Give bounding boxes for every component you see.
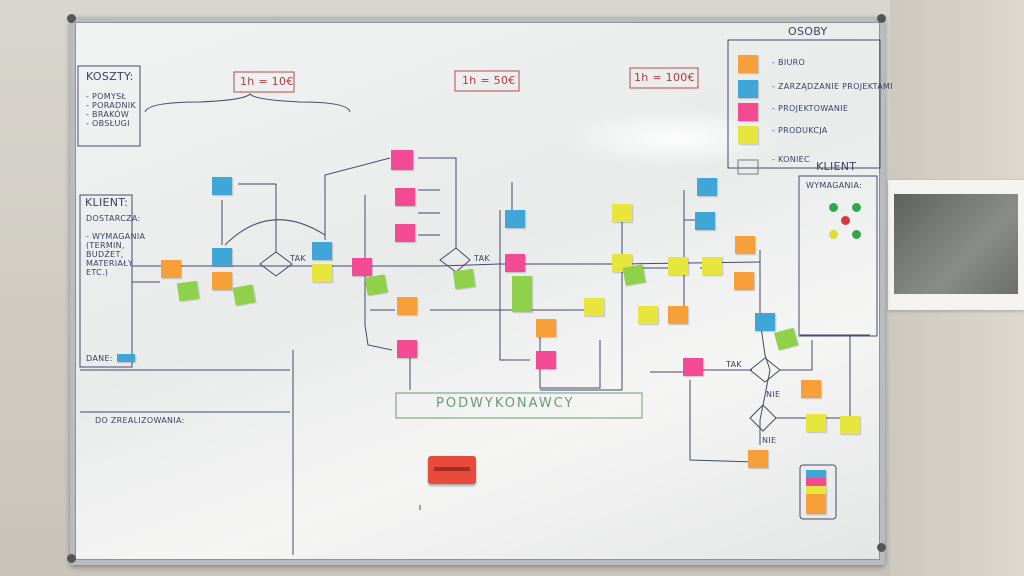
sticky-note-green	[512, 276, 532, 312]
sticky-note-orange	[397, 297, 417, 315]
magnet-green	[829, 203, 838, 212]
corner-bolt	[67, 554, 76, 563]
sticky-note-green	[232, 284, 256, 306]
wymagania-label: WYMAGANIA:	[806, 181, 863, 190]
sticky-note-orange	[161, 260, 181, 278]
sticky-note-blue	[212, 177, 232, 195]
klient-right-title: KLIENT	[816, 160, 857, 173]
sticky-note-yellow	[702, 257, 722, 275]
osoby-item: - PROJEKTOWANIE	[772, 104, 849, 113]
sticky-note-yellow	[840, 416, 860, 434]
sticky-note-orange	[734, 272, 754, 290]
sticky-note-green	[176, 280, 200, 302]
rate-label-3: 1h = 100€	[634, 71, 695, 84]
rate-label-1: 1h = 10€	[240, 75, 294, 88]
koszty-items: - POMYSŁ - PORADNIK - BRAKÓW - OBSŁUGI	[86, 92, 137, 128]
whiteboard-eraser	[428, 456, 476, 484]
osoby-item: - ZARZĄDZANIE PROJEKTAMI	[772, 82, 893, 91]
sticky-note-orange	[668, 306, 688, 324]
sticky-note-yellow	[806, 414, 826, 432]
nie-label: NIE	[766, 390, 781, 399]
osoby-title: OSOBY	[788, 25, 828, 38]
magnet-yellow	[829, 230, 838, 239]
wall-poster	[888, 180, 1024, 310]
dane-magnet-blue	[117, 354, 135, 362]
corner-bolt	[67, 14, 76, 23]
sticky-note-orange	[748, 450, 768, 468]
corner-bolt	[877, 14, 886, 23]
sticky-note-blue	[212, 248, 232, 266]
sticky-note-green	[364, 274, 388, 296]
sticky-note-blue	[312, 242, 332, 260]
klient-left-body: DOSTARCZA: - WYMAGANIA (TERMIN, BUDŻET, …	[86, 214, 146, 277]
sticky-note-orange	[212, 272, 232, 290]
legend-note-yellow	[738, 126, 758, 144]
legend-note-pink	[738, 103, 758, 121]
tak-label: TAK	[474, 254, 490, 263]
sticky-note-pink	[505, 254, 525, 272]
dane-label: DANE:	[86, 354, 113, 363]
sticky-note-yellow	[612, 204, 632, 222]
tak-label: TAK	[290, 254, 306, 263]
sticky-note-yellow	[312, 264, 332, 282]
sticky-note-pink	[352, 258, 372, 276]
sticky-note-yellow	[806, 486, 826, 494]
sticky-note-yellow	[584, 298, 604, 316]
sticky-note-yellow	[668, 257, 688, 275]
podwykonawcy-label: PODWYKONAWCY	[436, 396, 575, 411]
sticky-note-blue	[505, 210, 525, 228]
sticky-note-pink	[806, 478, 826, 486]
sticky-note-blue	[806, 470, 826, 478]
nie-label: NIE	[762, 436, 777, 445]
sticky-note-orange	[536, 319, 556, 337]
magnet-red	[841, 216, 850, 225]
poster-image	[894, 194, 1018, 294]
sticky-note-pink	[391, 150, 413, 170]
eraser-grip	[434, 467, 470, 471]
tak-label: TAK	[726, 360, 742, 369]
magnet-green	[852, 230, 861, 239]
sticky-note-orange	[735, 236, 755, 254]
osoby-item: - KONIEC	[772, 155, 810, 164]
sticky-note-orange	[801, 380, 821, 398]
sticky-note-orange	[806, 494, 826, 514]
legend-note-orange	[738, 55, 758, 73]
sticky-note-blue	[755, 313, 775, 331]
sticky-note-yellow	[638, 306, 658, 324]
sticky-note-green	[622, 264, 646, 286]
osoby-item: - BIURO	[772, 58, 806, 67]
klient-left-title: KLIENT:	[85, 196, 129, 209]
sticky-note-pink	[395, 224, 415, 242]
magnet-green	[852, 203, 861, 212]
sticky-note-pink	[683, 358, 703, 376]
koszty-title: KOSZTY:	[86, 70, 134, 83]
corner-bolt	[877, 543, 886, 552]
sticky-note-blue	[697, 178, 717, 196]
sticky-note-blue	[695, 212, 715, 230]
osoby-item: - PRODUKCJA	[772, 126, 828, 135]
sticky-note-pink	[397, 340, 417, 358]
do-zrealizowania-label: DO ZREALIZOWANIA:	[95, 416, 185, 425]
sticky-note-pink	[395, 188, 415, 206]
sticky-note-green	[452, 268, 476, 290]
rate-label-2: 1h = 50€	[462, 74, 516, 87]
legend-note-blue	[738, 80, 758, 98]
sticky-note-pink	[536, 351, 556, 369]
